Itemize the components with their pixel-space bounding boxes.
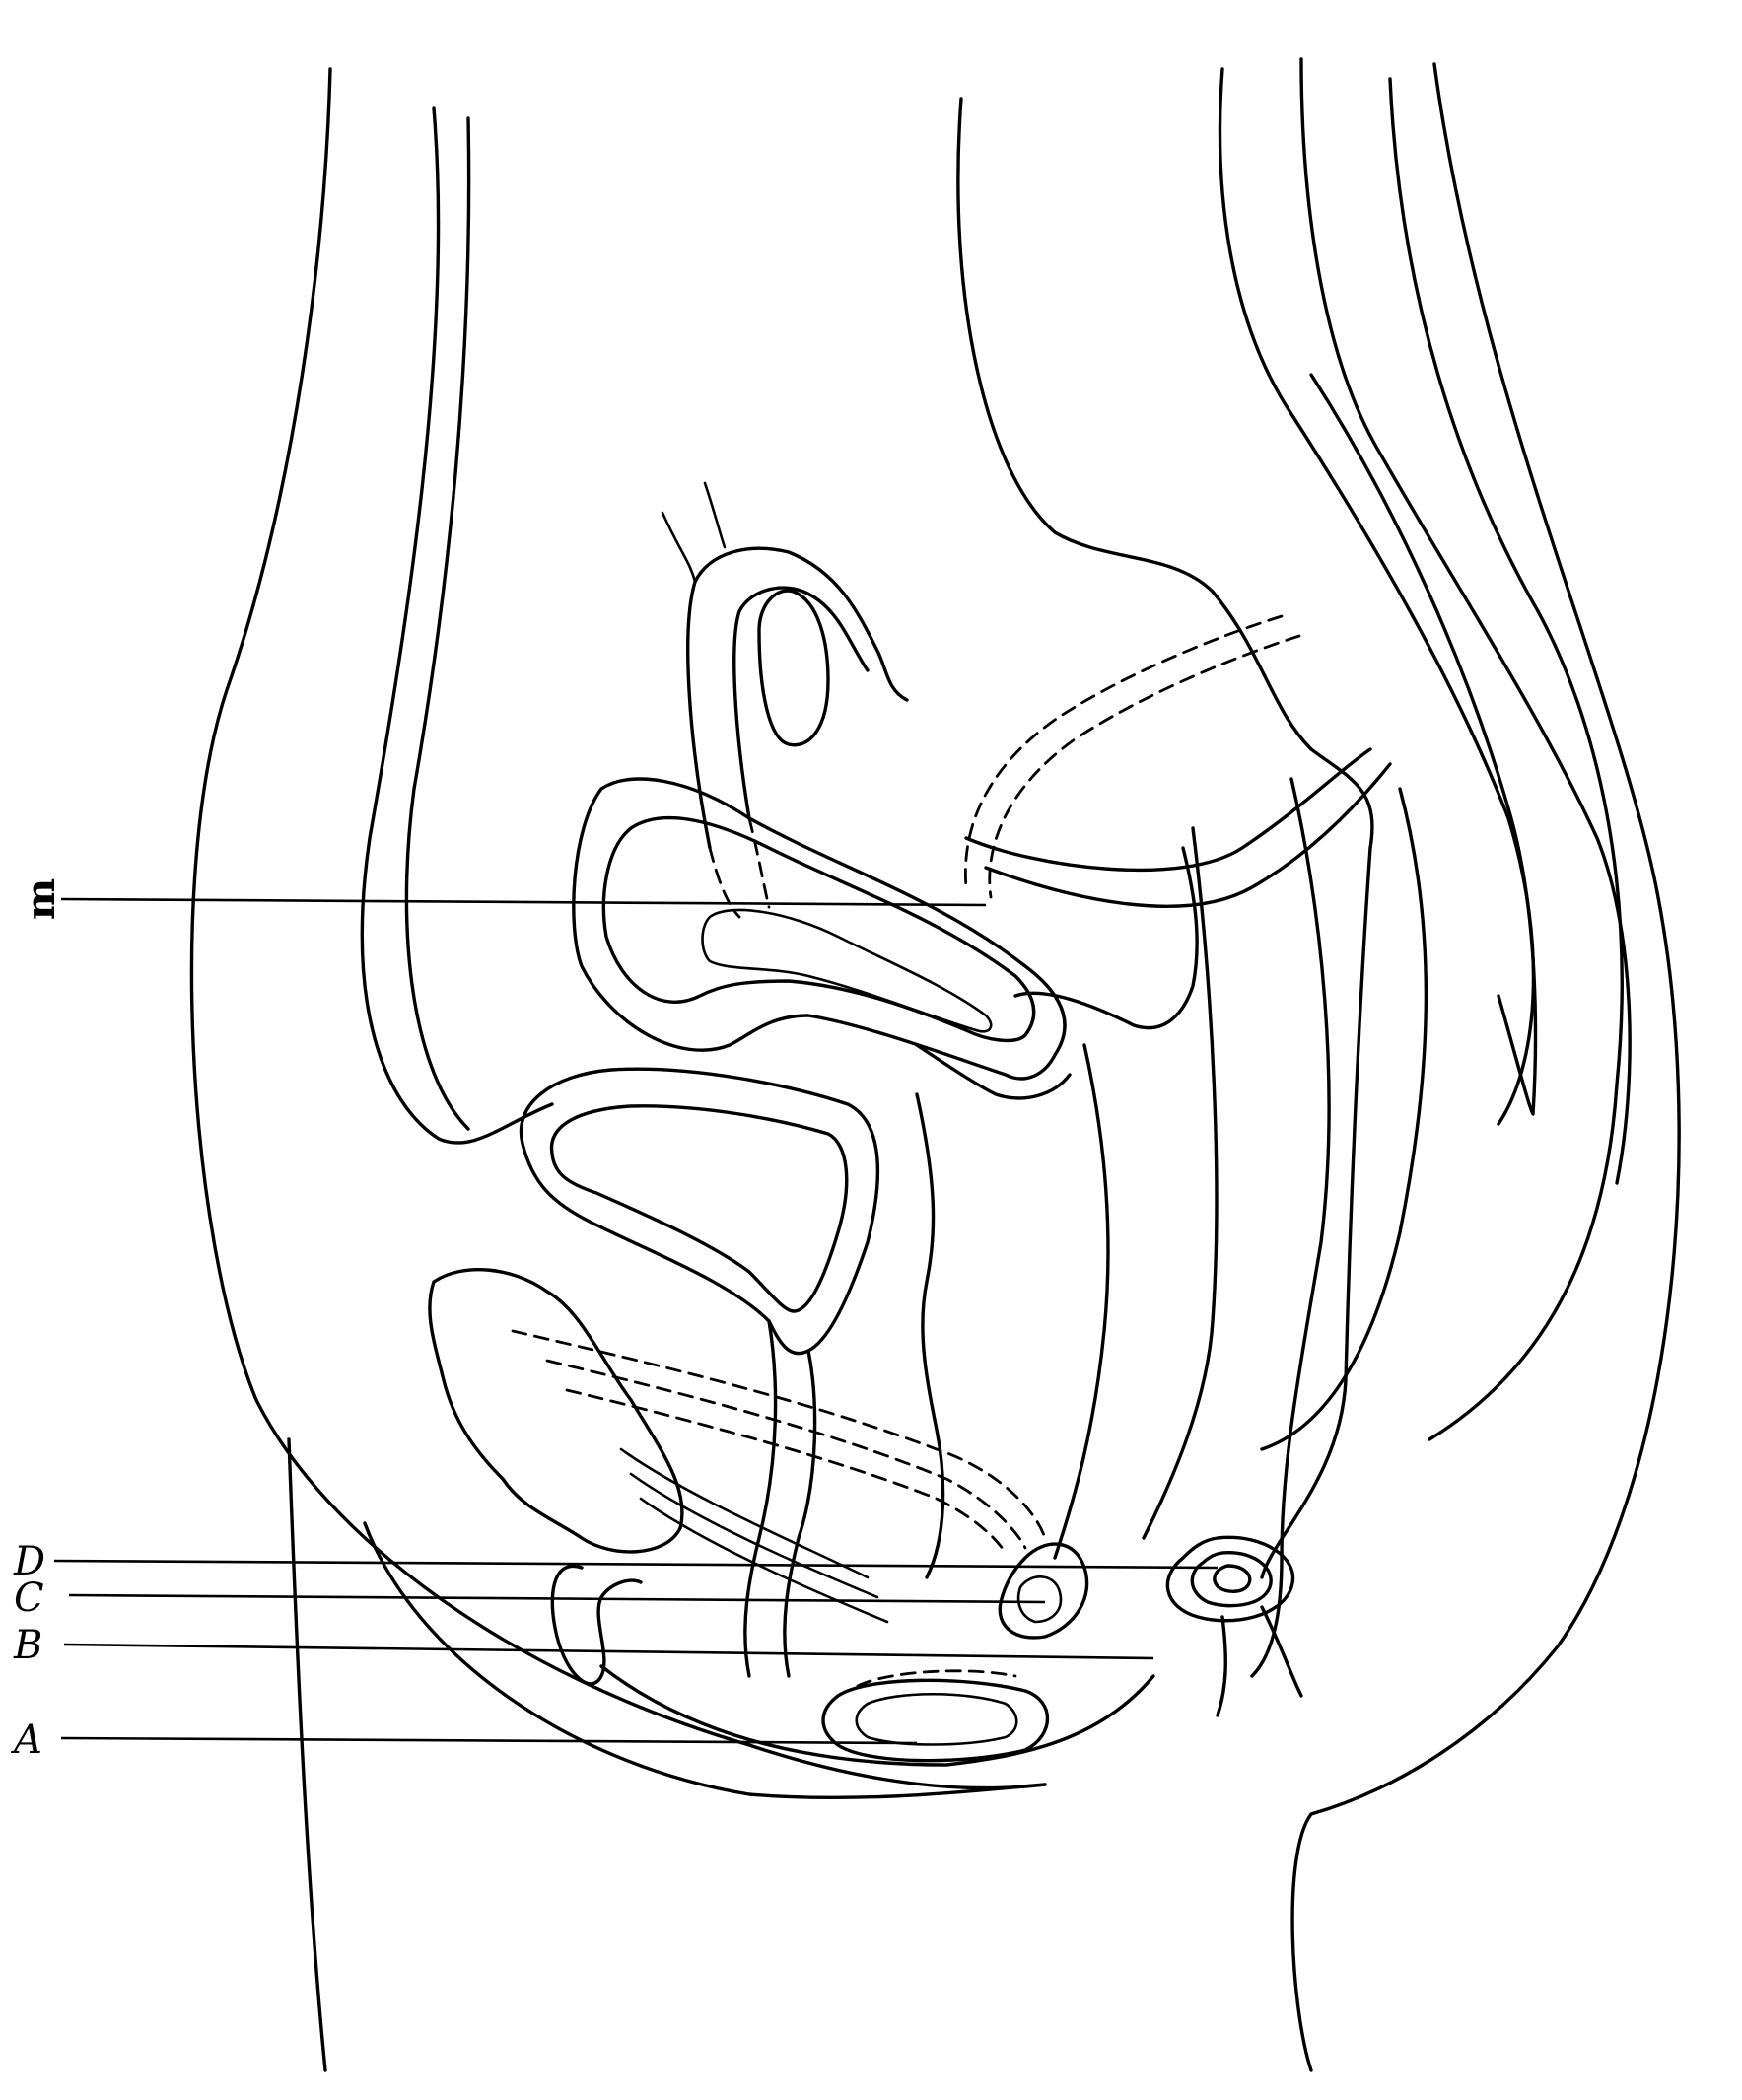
uterine-cavity — [701, 908, 993, 1033]
sacrum-curve — [1388, 77, 1624, 1441]
ureter-dashed-upper-1 — [964, 614, 1284, 889]
anal-canal — [1216, 1615, 1227, 1717]
peritoneum-line — [404, 116, 471, 1131]
ring-A-dashed — [856, 1669, 1017, 1688]
anus-spiral-outer — [1165, 1535, 1295, 1623]
uterus-inner — [601, 815, 1036, 1043]
thigh-front-line — [287, 1437, 327, 2072]
anal-canal-2 — [1260, 1605, 1303, 1698]
vagina-posterior — [1053, 1043, 1110, 1560]
ovary-loop-outer — [686, 546, 909, 850]
abdominal-wall — [360, 106, 554, 1145]
anus-spiral-inner — [1213, 1564, 1252, 1593]
urethra-2 — [783, 1349, 817, 1678]
leader-B — [63, 1643, 1154, 1660]
leader-C — [68, 1593, 1046, 1604]
posterior-wall-3 — [1299, 57, 1632, 1185]
leader-m — [60, 897, 987, 907]
ring-C-inner — [1016, 1575, 1063, 1624]
bladder-outer — [519, 1067, 880, 1356]
tube-stem-1 — [661, 511, 697, 584]
anus-spiral-mid — [1190, 1551, 1273, 1608]
perineum-outline — [363, 1521, 1047, 1800]
ureter-dashed-upper-2 — [988, 634, 1301, 899]
vagina-anterior — [915, 1092, 945, 1579]
ureter-dashed-lower-2 — [545, 1359, 1027, 1550]
uterus-outer — [572, 777, 1067, 1081]
body-outline-back — [1290, 62, 1681, 2072]
ovary-loop-inner — [732, 586, 870, 820]
ureter-dashed-lower-3 — [565, 1388, 1008, 1555]
cervix — [915, 1043, 1072, 1100]
pubic-bone — [428, 1267, 684, 1554]
sacrum-inner — [1309, 373, 1538, 1116]
tube-dashed — [708, 846, 741, 919]
clitoris-hook — [550, 1564, 643, 1686]
ovary-body — [757, 589, 830, 747]
label-D: D — [13, 1539, 45, 1584]
bladder-inner — [549, 1104, 849, 1313]
urethra — [743, 1319, 778, 1678]
ring-A-inner — [855, 1693, 1018, 1746]
tube-stem-2 — [703, 481, 727, 549]
label-m: m — [18, 878, 64, 920]
ligament-inner — [984, 762, 1392, 908]
rectum-posterior — [1250, 777, 1331, 1678]
leader-D — [53, 1559, 1219, 1570]
ureter-dashed-lower-1 — [511, 1329, 1047, 1540]
body-outline-front — [189, 67, 1047, 1790]
label-B: B — [13, 1623, 42, 1668]
leader-A — [60, 1736, 918, 1745]
posterior-wall-2 — [1218, 67, 1536, 1126]
ligament-outer — [964, 747, 1372, 873]
hatch-3 — [639, 1497, 889, 1624]
broad-ligament-fold — [1013, 846, 1199, 1030]
hatch-2 — [629, 1472, 879, 1599]
rectum-anterior — [1142, 826, 1219, 1540]
ring-C-outer — [998, 1542, 1089, 1640]
perineum-inner — [599, 1664, 1155, 1767]
tube-dashed-2 — [747, 816, 771, 909]
label-C: C — [14, 1575, 44, 1621]
posterior-wall-1 — [956, 97, 1374, 1579]
label-A: A — [10, 1717, 42, 1763]
coccyx-curve — [1260, 787, 1428, 1451]
